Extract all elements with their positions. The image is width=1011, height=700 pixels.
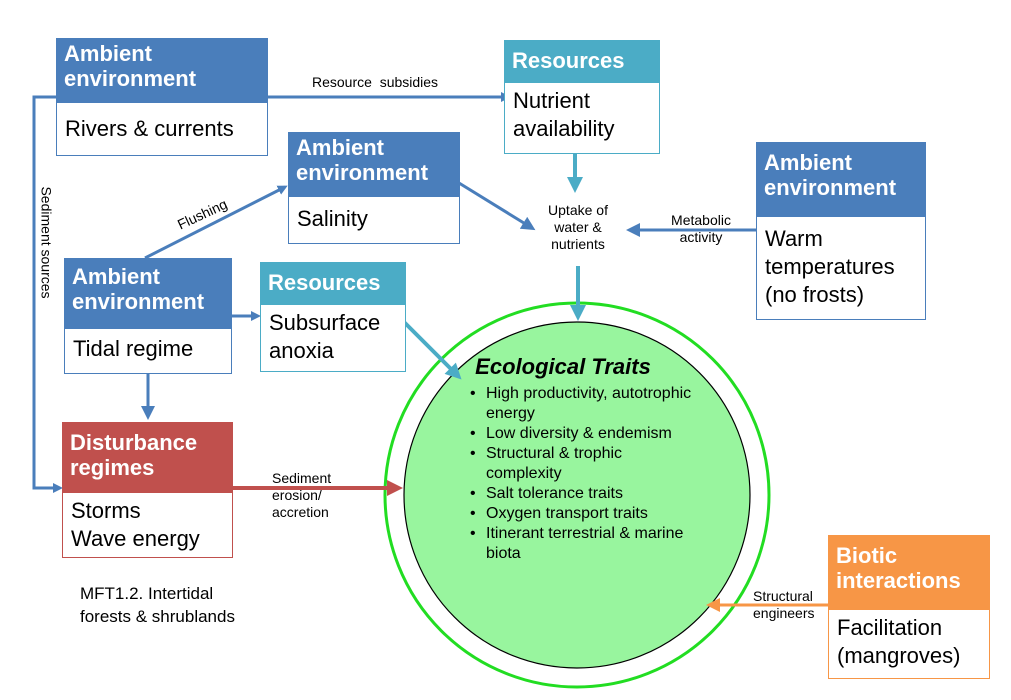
box-ambient-tidal: Ambient environment Tidal regime	[64, 258, 232, 374]
box-header: Resources	[260, 262, 406, 304]
box-header: Disturbance regimes	[62, 422, 233, 492]
list-item: Oxygen transport traits	[448, 504, 698, 524]
box-body-line: (no frosts)	[765, 282, 865, 307]
list-item: High productivity, autotrophic energy	[448, 384, 698, 424]
traits-list: High productivity, autotrophic energy Lo…	[448, 384, 698, 564]
label-line: accretion	[272, 504, 329, 520]
label-line: nutrients	[551, 236, 605, 252]
label-line: Sediment	[272, 470, 332, 486]
ecological-traits: Ecological Traits High productivity, aut…	[448, 354, 698, 564]
label-line: Uptake of	[548, 202, 608, 218]
box-header: Biotic interactions	[828, 535, 990, 609]
box-body: Nutrient availability	[504, 82, 660, 154]
box-ambient-warm: Ambient environment Warm temperatures (n…	[756, 142, 926, 320]
box-body-line: Wave energy	[71, 526, 200, 551]
label-line: engineers	[753, 605, 815, 621]
label-sediment-sources: Sediment sources	[38, 186, 55, 299]
label-line: activity	[679, 229, 723, 245]
box-body: Tidal regime	[64, 328, 232, 374]
box-body-line: temperatures	[765, 254, 895, 279]
box-ambient-salinity: Ambient environment Salinity	[288, 132, 460, 244]
box-body: Subsurface anoxia	[260, 304, 406, 372]
box-body: Facilitation (mangroves)	[828, 609, 990, 679]
caption-line: forests & shrublands	[80, 607, 235, 626]
box-biotic: Biotic interactions Facilitation (mangro…	[828, 535, 990, 679]
box-resources-anoxia: Resources Subsurface anoxia	[260, 262, 406, 372]
label-line: erosion/	[272, 487, 322, 503]
box-header: Ambient environment	[756, 142, 926, 216]
box-resources-nutrients: Resources Nutrient availability	[504, 40, 660, 154]
arrow-salinity-uptake	[458, 181, 536, 231]
label-metabolic-activity: Metabolic activity	[662, 212, 740, 246]
list-item: Salt tolerance traits	[448, 484, 698, 504]
box-header: Ambient environment	[56, 38, 268, 102]
label-uptake: Uptake of water & nutrients	[538, 202, 618, 253]
box-header: Ambient environment	[64, 258, 232, 328]
label-line: Metabolic	[671, 212, 731, 228]
arrow-flushing	[144, 185, 288, 260]
box-body: Rivers & currents	[56, 102, 268, 156]
box-ambient-rivers: Ambient environment Rivers & currents	[56, 38, 268, 156]
label-resource-subsidies: Resource subsidies	[312, 74, 439, 90]
box-body-line: Storms	[71, 498, 141, 523]
arrow-sediment-sources	[32, 95, 63, 493]
list-item: Itinerant terrestrial & marine biota	[448, 524, 698, 564]
traits-title: Ecological Traits	[475, 354, 651, 379]
list-item: Structural & trophic complexity	[448, 444, 698, 484]
caption: MFT1.2. Intertidal forests & shrublands	[80, 582, 235, 628]
box-header: Resources	[504, 40, 660, 82]
label-structural-engineers: Structural engineers	[753, 588, 815, 622]
box-disturbance: Disturbance regimes Storms Wave energy	[62, 422, 233, 558]
box-body: Warm temperatures (no frosts)	[756, 216, 926, 320]
arrow-anoxia-traits	[402, 320, 462, 380]
box-body: Storms Wave energy	[62, 492, 233, 558]
label-line: water &	[554, 219, 602, 235]
caption-line: MFT1.2. Intertidal	[80, 584, 214, 603]
box-body-line: Warm	[765, 226, 823, 251]
box-header: Ambient environment	[288, 132, 460, 196]
list-item: Low diversity & endemism	[448, 424, 698, 444]
label-line: Structural	[753, 588, 813, 604]
box-body: Salinity	[288, 196, 460, 244]
label-sediment-erosion: Sediment erosion/ accretion	[272, 470, 331, 521]
